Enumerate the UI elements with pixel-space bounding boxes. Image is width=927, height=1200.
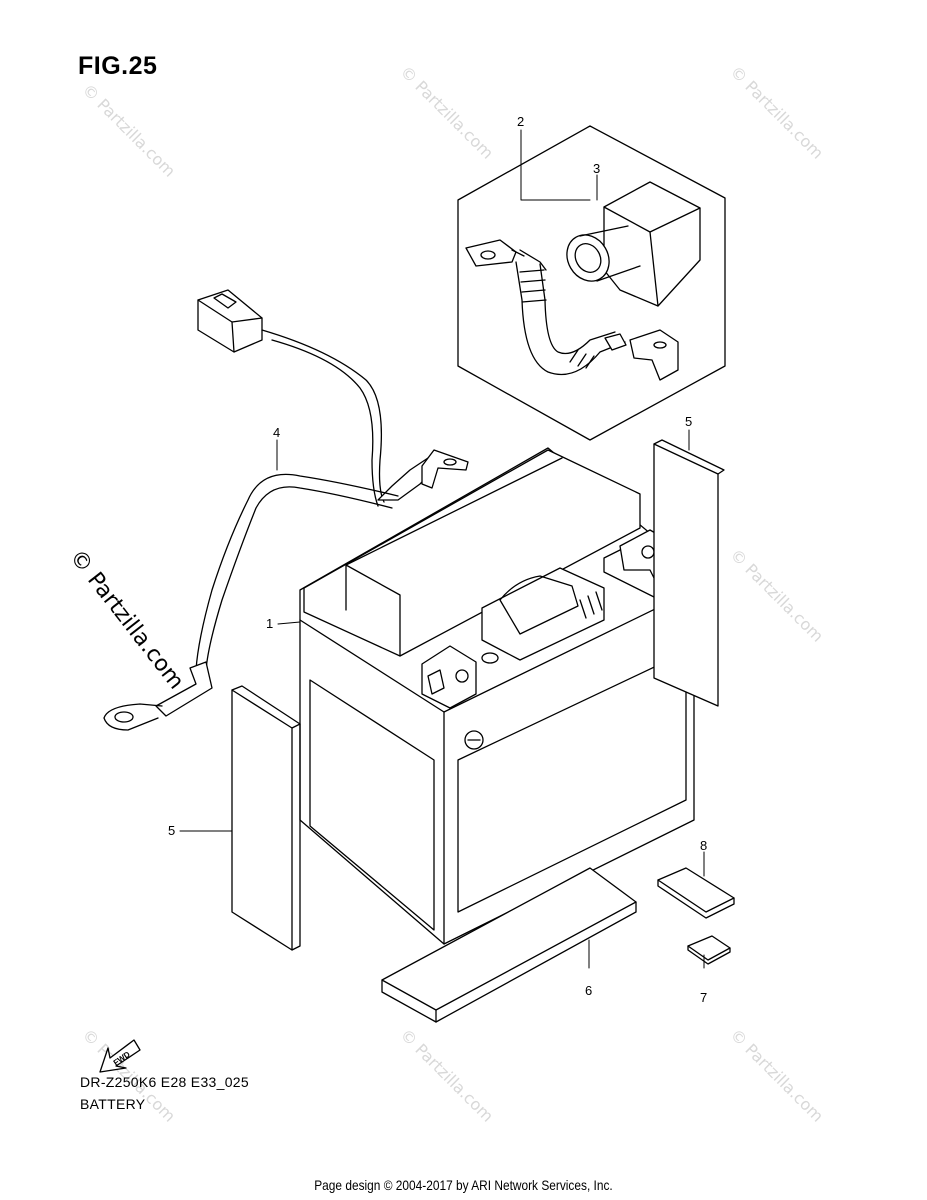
callout-5: 5 [168, 823, 175, 838]
callout-4: 4 [273, 425, 280, 440]
battery-cable-inset [465, 239, 679, 381]
fig-title: FIG.25 [78, 52, 158, 80]
callout-1: 1 [266, 616, 273, 631]
callout-2: 2 [517, 114, 524, 129]
model-code: DR-Z250K6 E28 E33_025 [80, 1074, 249, 1090]
spacer-pad-left [231, 685, 301, 951]
battery [299, 447, 695, 945]
callout-7: 7 [700, 990, 707, 1005]
pad-small-7 [687, 935, 731, 965]
page-footer: Page design © 2004-2017 by ARI Network S… [314, 1177, 613, 1193]
callout-6: 6 [585, 983, 592, 998]
fwd-arrow-icon [99, 1039, 141, 1073]
spacer-pad-right [653, 439, 725, 707]
pad-small-8 [657, 867, 735, 919]
leader-lines [179, 129, 705, 969]
inset-frame [457, 125, 726, 441]
callout-5: 5 [685, 414, 692, 429]
section-name: BATTERY [80, 1096, 146, 1112]
callout-8: 8 [700, 838, 707, 853]
callout-3: 3 [593, 161, 600, 176]
terminal-cap [566, 181, 701, 307]
bottom-pad [381, 867, 637, 1023]
wire-harness [103, 289, 469, 731]
